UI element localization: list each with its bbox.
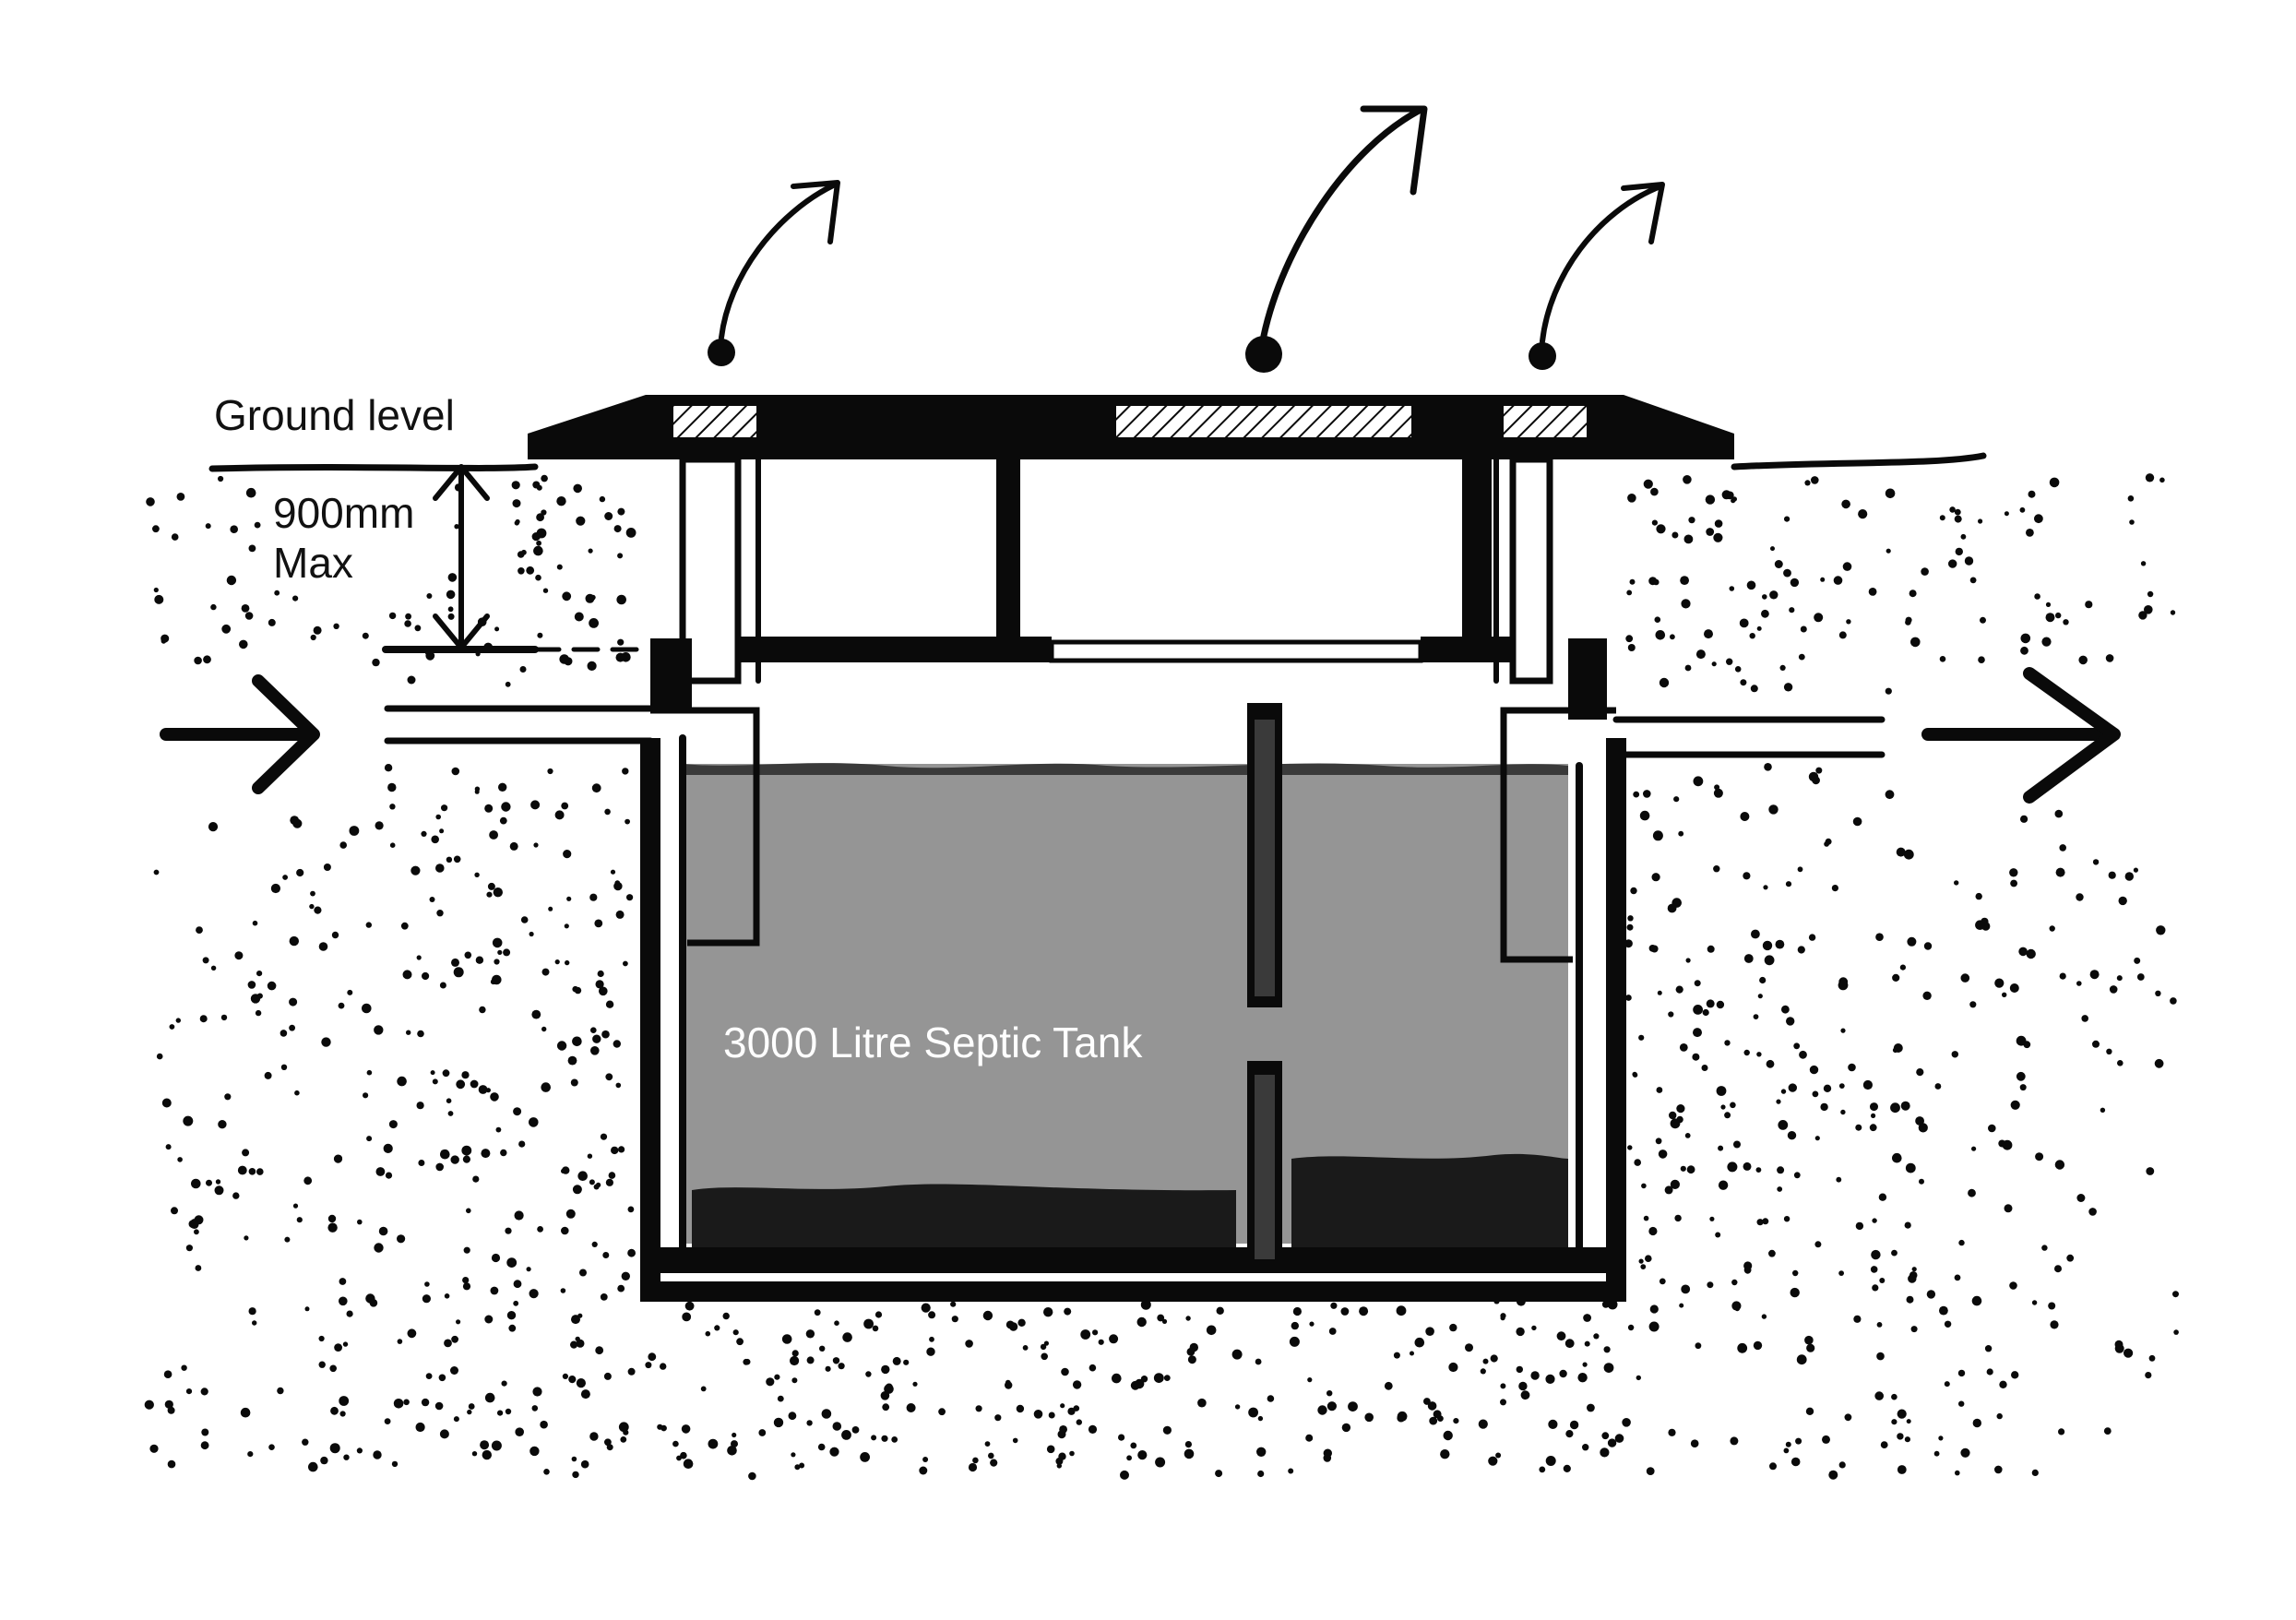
cover-slab xyxy=(528,395,1734,459)
septic-tank xyxy=(640,703,1626,1302)
depth-qualifier-label: Max xyxy=(273,539,353,587)
ground-level-label: Ground level xyxy=(214,391,455,439)
ground-line xyxy=(208,452,1987,472)
inlet-arrow-icon xyxy=(160,674,320,794)
upper-chamber xyxy=(738,637,1513,663)
outlet-arrow-icon xyxy=(1921,667,2121,804)
access-shafts xyxy=(679,456,1553,685)
lid-lift-arrow-icon xyxy=(1245,105,1428,373)
lid-lift-arrow-icon xyxy=(708,180,840,366)
depth-dimension xyxy=(382,464,653,653)
depth-value-label: 900mm xyxy=(273,489,414,537)
lid-lift-arrow-icon xyxy=(1529,182,1665,370)
tank-label: 3000 Litre Septic Tank xyxy=(723,1018,1143,1066)
soil-stipple xyxy=(144,473,2179,1481)
pipes xyxy=(384,638,1886,758)
